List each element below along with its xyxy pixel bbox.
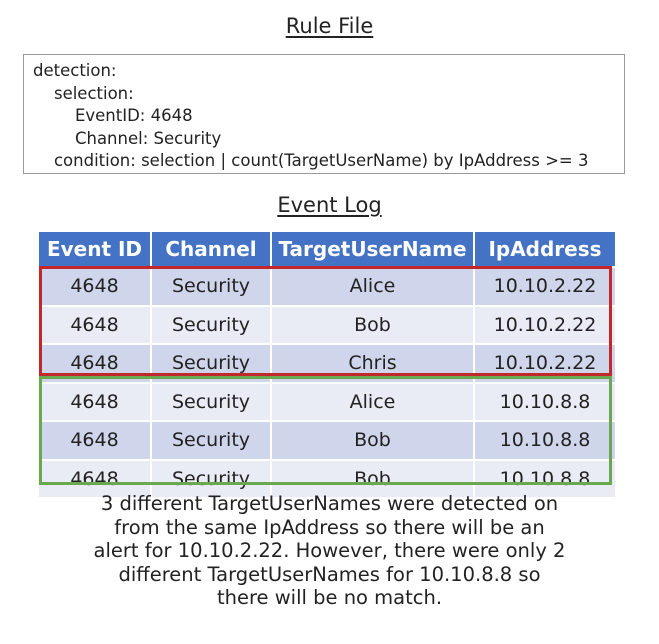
cell-target-user-name: Alice xyxy=(270,266,475,307)
table-row: 4648 Security Bob 10.10.8.8 xyxy=(37,420,617,461)
cell-target-user-name: Bob xyxy=(270,304,475,345)
column-header-ip-address: IpAddress xyxy=(473,230,617,268)
explanation-line: from the same IpAddress so there will be… xyxy=(114,515,545,539)
explanation-line: alert for 10.10.2.22. However, there wer… xyxy=(93,539,566,562)
explanation-line: different TargetUserNames for 10.10.8.8 … xyxy=(118,562,541,586)
rule-file-title: Rule File xyxy=(285,14,374,38)
column-header-event-id: Event ID xyxy=(37,230,152,268)
no-match-group-highlight xyxy=(39,376,612,485)
table-row: 4648 Security Bob 10.10.2.22 xyxy=(37,304,617,345)
cell-channel: Security xyxy=(150,420,272,461)
column-header-target-user-name: TargetUserName xyxy=(270,230,475,268)
cell-event-id: 4648 xyxy=(37,304,152,345)
rule-line: EventID: 4648 xyxy=(33,106,193,125)
cell-target-user-name: Bob xyxy=(270,420,475,461)
cell-event-id: 4648 xyxy=(37,266,152,307)
cell-target-user-name: Alice xyxy=(270,381,475,422)
event-log-title: Event Log xyxy=(277,193,382,217)
cell-event-id: 4648 xyxy=(37,420,152,461)
explanation-text: 3 different TargetUserNames were detecte… xyxy=(0,492,659,610)
cell-event-id: 4648 xyxy=(37,381,152,422)
table-row: 4648 Security Alice 10.10.2.22 xyxy=(37,266,617,307)
match-group-highlight xyxy=(39,266,612,376)
cell-ip-address: 10.10.8.8 xyxy=(473,381,617,422)
rule-line: selection: xyxy=(33,83,134,103)
column-header-channel: Channel xyxy=(150,230,272,268)
rule-line: Channel: Security xyxy=(33,128,222,148)
cell-event-id: 4648 xyxy=(37,458,152,499)
cell-channel: Security xyxy=(150,381,272,422)
explanation-line: 3 different TargetUserNames were detecte… xyxy=(100,492,559,515)
table-header-row: Event ID Channel TargetUserName IpAddres… xyxy=(37,230,617,268)
cell-ip-address: 10.10.2.22 xyxy=(473,304,617,345)
cell-ip-address: 10.10.2.22 xyxy=(473,266,617,307)
rule-file-box: detection: selection: EventID: 4648 Chan… xyxy=(23,54,625,174)
cell-channel: Security xyxy=(150,266,272,307)
rule-line: detection: xyxy=(33,61,117,80)
explanation-line: there will be no match. xyxy=(216,586,443,609)
cell-ip-address: 10.10.8.8 xyxy=(473,420,617,461)
rule-line: condition: selection | count(TargetUserN… xyxy=(33,151,589,170)
cell-channel: Security xyxy=(150,304,272,345)
table-row: 4648 Security Alice 10.10.8.8 xyxy=(37,381,617,422)
